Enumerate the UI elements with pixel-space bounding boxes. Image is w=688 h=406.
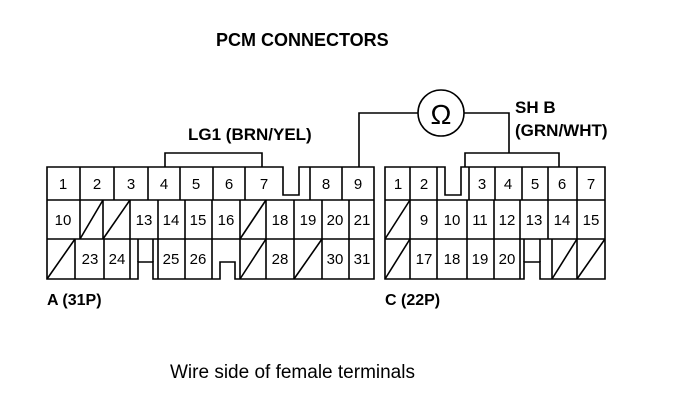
connector-c-pins: 1 2 3 4 5 6 7 9 10 11 12 13 14 15 17 18 … xyxy=(394,176,600,268)
pin-label: 9 xyxy=(420,212,428,229)
probe-wire-a xyxy=(358,112,418,167)
pin-label: 6 xyxy=(225,176,233,193)
pin-label: 14 xyxy=(554,212,571,229)
pin-label: 4 xyxy=(504,176,512,193)
pin-label: 13 xyxy=(526,212,543,229)
pin-label: 7 xyxy=(260,176,268,193)
pin-label: 1 xyxy=(59,176,67,193)
pin-label: 9 xyxy=(354,176,362,193)
pin-label: 16 xyxy=(218,212,235,229)
probe-wire-c xyxy=(464,112,510,153)
empty-cavity-slash xyxy=(384,199,411,240)
empty-cavity-slash xyxy=(384,238,411,280)
connector-a xyxy=(46,152,375,280)
pin-label: 3 xyxy=(127,176,135,193)
pin-label: 19 xyxy=(300,212,317,229)
empty-cavity-slash xyxy=(102,199,131,240)
empty-cavity-slash xyxy=(46,238,76,280)
pin-label: 20 xyxy=(327,212,344,229)
pin-label: 10 xyxy=(55,212,72,229)
connector-a-label: A (31P) xyxy=(47,292,102,309)
pin-label: 1 xyxy=(394,176,402,193)
empty-cavity-slash xyxy=(293,238,323,280)
pin-label: 15 xyxy=(583,212,600,229)
pin-label: 24 xyxy=(109,251,126,268)
connector-c-lock-tab xyxy=(464,152,560,167)
ohmmeter-icon xyxy=(417,89,465,137)
empty-cavity-slash xyxy=(79,199,104,240)
pin-label: 10 xyxy=(444,212,461,229)
ohmmeter-probe xyxy=(358,89,510,167)
diagram-title: PCM CONNECTORS xyxy=(216,30,389,50)
pin-label: 30 xyxy=(327,251,344,268)
empty-cavity-slash xyxy=(239,238,267,280)
pin-label: 6 xyxy=(558,176,566,193)
pin-label: 20 xyxy=(499,251,516,268)
connector-c-label: C (22P) xyxy=(385,292,440,309)
pin-label: 18 xyxy=(272,212,289,229)
pin-label: 13 xyxy=(136,212,153,229)
lg1-wire-label: LG1 (BRN/YEL) xyxy=(188,125,312,144)
pin-label: 5 xyxy=(192,176,200,193)
pin-label: 25 xyxy=(163,251,180,268)
caption: Wire side of female terminals xyxy=(170,362,415,383)
empty-cavity-slash xyxy=(239,199,267,240)
shb-wire-label: SH B xyxy=(515,98,556,117)
pin-label: 4 xyxy=(160,176,168,193)
empty-cavity-slash xyxy=(551,238,578,280)
pin-label: 14 xyxy=(163,212,180,229)
connector-a-pins: 1 2 3 4 5 6 7 8 9 10 13 14 15 16 18 19 2… xyxy=(55,176,371,268)
pin-label: 28 xyxy=(272,251,289,268)
pin-label: 19 xyxy=(472,251,489,268)
omega-icon: Ω xyxy=(431,99,452,130)
pin-label: 11 xyxy=(472,212,488,229)
pin-label: 2 xyxy=(93,176,101,193)
connector-c xyxy=(384,152,606,280)
connector-a-outline xyxy=(46,166,375,280)
pin-label: 21 xyxy=(354,212,371,229)
pin-label: 17 xyxy=(416,251,433,268)
connector-c-outline xyxy=(384,166,606,280)
pin-label: 18 xyxy=(444,251,461,268)
pin-label: 23 xyxy=(82,251,99,268)
connector-a-lock-tab xyxy=(164,152,263,167)
pin-label: 3 xyxy=(478,176,486,193)
pin-label: 31 xyxy=(354,251,371,268)
pin-label: 8 xyxy=(322,176,330,193)
pin-label: 5 xyxy=(531,176,539,193)
empty-cavity-slash xyxy=(576,238,606,280)
pin-label: 15 xyxy=(190,212,207,229)
pin-label: 12 xyxy=(499,212,516,229)
pin-label: 7 xyxy=(587,176,595,193)
shb-wire-color: (GRN/WHT) xyxy=(515,121,608,140)
pin-label: 26 xyxy=(190,251,207,268)
pin-label: 2 xyxy=(420,176,428,193)
